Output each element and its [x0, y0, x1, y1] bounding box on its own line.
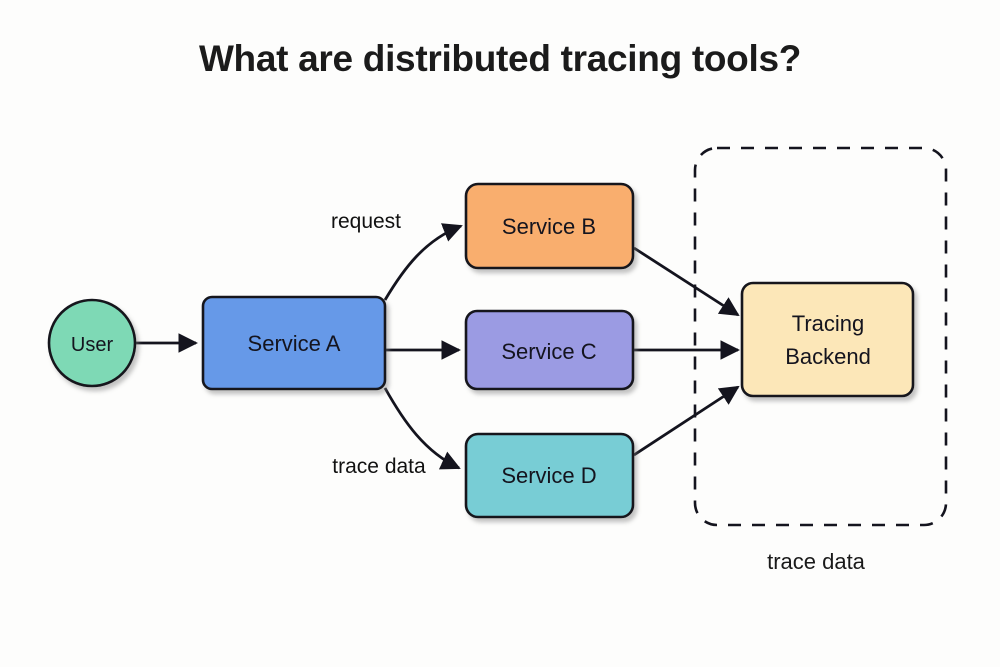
edge-label-request: request	[331, 210, 401, 233]
tracing-backend-box	[740, 281, 915, 398]
node-tracing-backend-label-line1: Tracing	[792, 311, 865, 336]
user-circle	[47, 298, 137, 388]
service-b-box	[464, 182, 635, 270]
trace-backend-group-container	[693, 146, 948, 527]
node-service-d-label: Service D	[501, 463, 596, 488]
page-title: What are distributed tracing tools?	[198, 38, 802, 79]
node-service-c[interactable]: Service C	[464, 309, 635, 391]
node-service-c-label: Service C	[501, 339, 596, 364]
service-c-box	[464, 309, 635, 391]
node-user[interactable]: User	[47, 298, 137, 388]
group-caption-trace-data: trace data	[767, 549, 866, 574]
node-service-a[interactable]: Service A	[201, 295, 387, 391]
node-user-label: User	[71, 334, 114, 356]
service-a-box	[201, 295, 387, 391]
node-service-a-label: Service A	[248, 331, 341, 356]
edge-service-b-to-backend	[633, 246, 740, 317]
node-service-b[interactable]: Service B	[464, 182, 635, 270]
node-tracing-backend[interactable]: Tracing Backend	[740, 281, 915, 398]
edge-service-a-to-service-d	[383, 387, 461, 470]
node-service-d[interactable]: Service D	[464, 432, 635, 519]
edge-service-d-to-backend	[633, 385, 740, 457]
node-service-b-label: Service B	[502, 214, 596, 239]
edge-label-trace-data: trace data	[332, 455, 426, 478]
service-d-box	[464, 432, 635, 519]
edge-service-a-to-service-b	[383, 223, 463, 301]
node-tracing-backend-label-line2: Backend	[785, 344, 871, 369]
